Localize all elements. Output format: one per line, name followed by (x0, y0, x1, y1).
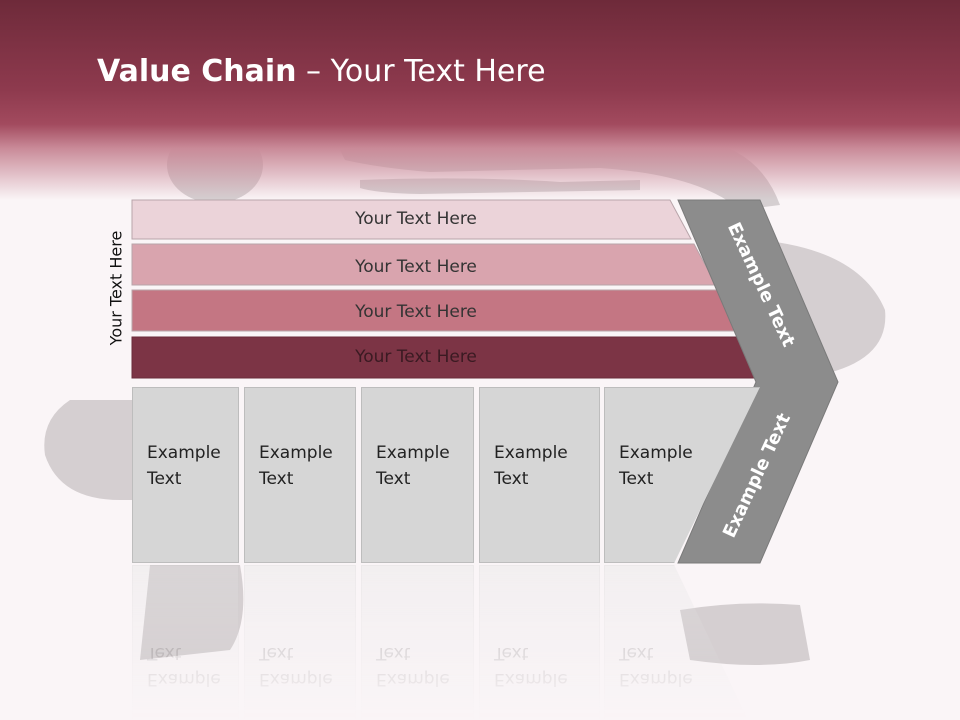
title-bold: Value Chain (97, 54, 297, 89)
box-2-label: Example Text (259, 443, 333, 489)
box-4[interactable]: Example Text (479, 387, 600, 563)
reflection-box-4-label: Example Text (494, 643, 568, 689)
box-1[interactable]: Example Text (132, 387, 239, 563)
bar-1-label: Your Text Here (354, 209, 477, 229)
box-3-label: Example Text (376, 443, 450, 489)
reflection-box-1-label: Example Text (147, 643, 221, 689)
bar-3-label: Your Text Here (354, 302, 477, 322)
reflection-box-5-label: Example Text (619, 643, 693, 689)
box-4-label: Example Text (494, 443, 568, 489)
reflection-box-4: Example Text (479, 565, 600, 720)
bar-1[interactable] (131, 199, 692, 240)
reflection-box-3-label: Example Text (376, 643, 450, 689)
bar-2-label: Your Text Here (354, 257, 477, 277)
box-5-label: Example Text (619, 443, 693, 489)
slide-title: Value Chain – Your Text Here (97, 54, 546, 89)
box-2[interactable]: Example Text (244, 387, 356, 563)
reflection-box-3: Example Text (361, 565, 474, 720)
box-3[interactable]: Example Text (361, 387, 474, 563)
reflection-box-2-label: Example Text (259, 643, 333, 689)
reflection-box-2: Example Text (244, 565, 356, 720)
header-band (0, 0, 960, 200)
reflection-box-1: Example Text (132, 565, 239, 720)
box-1-label: Example Text (147, 443, 221, 489)
title-rest: – Your Text Here (296, 54, 546, 89)
bar-4-label: Your Text Here (354, 347, 477, 367)
reflection-box-5: Example Text (604, 565, 760, 720)
reflection: Example Text Example Text Example Text E… (0, 565, 960, 720)
